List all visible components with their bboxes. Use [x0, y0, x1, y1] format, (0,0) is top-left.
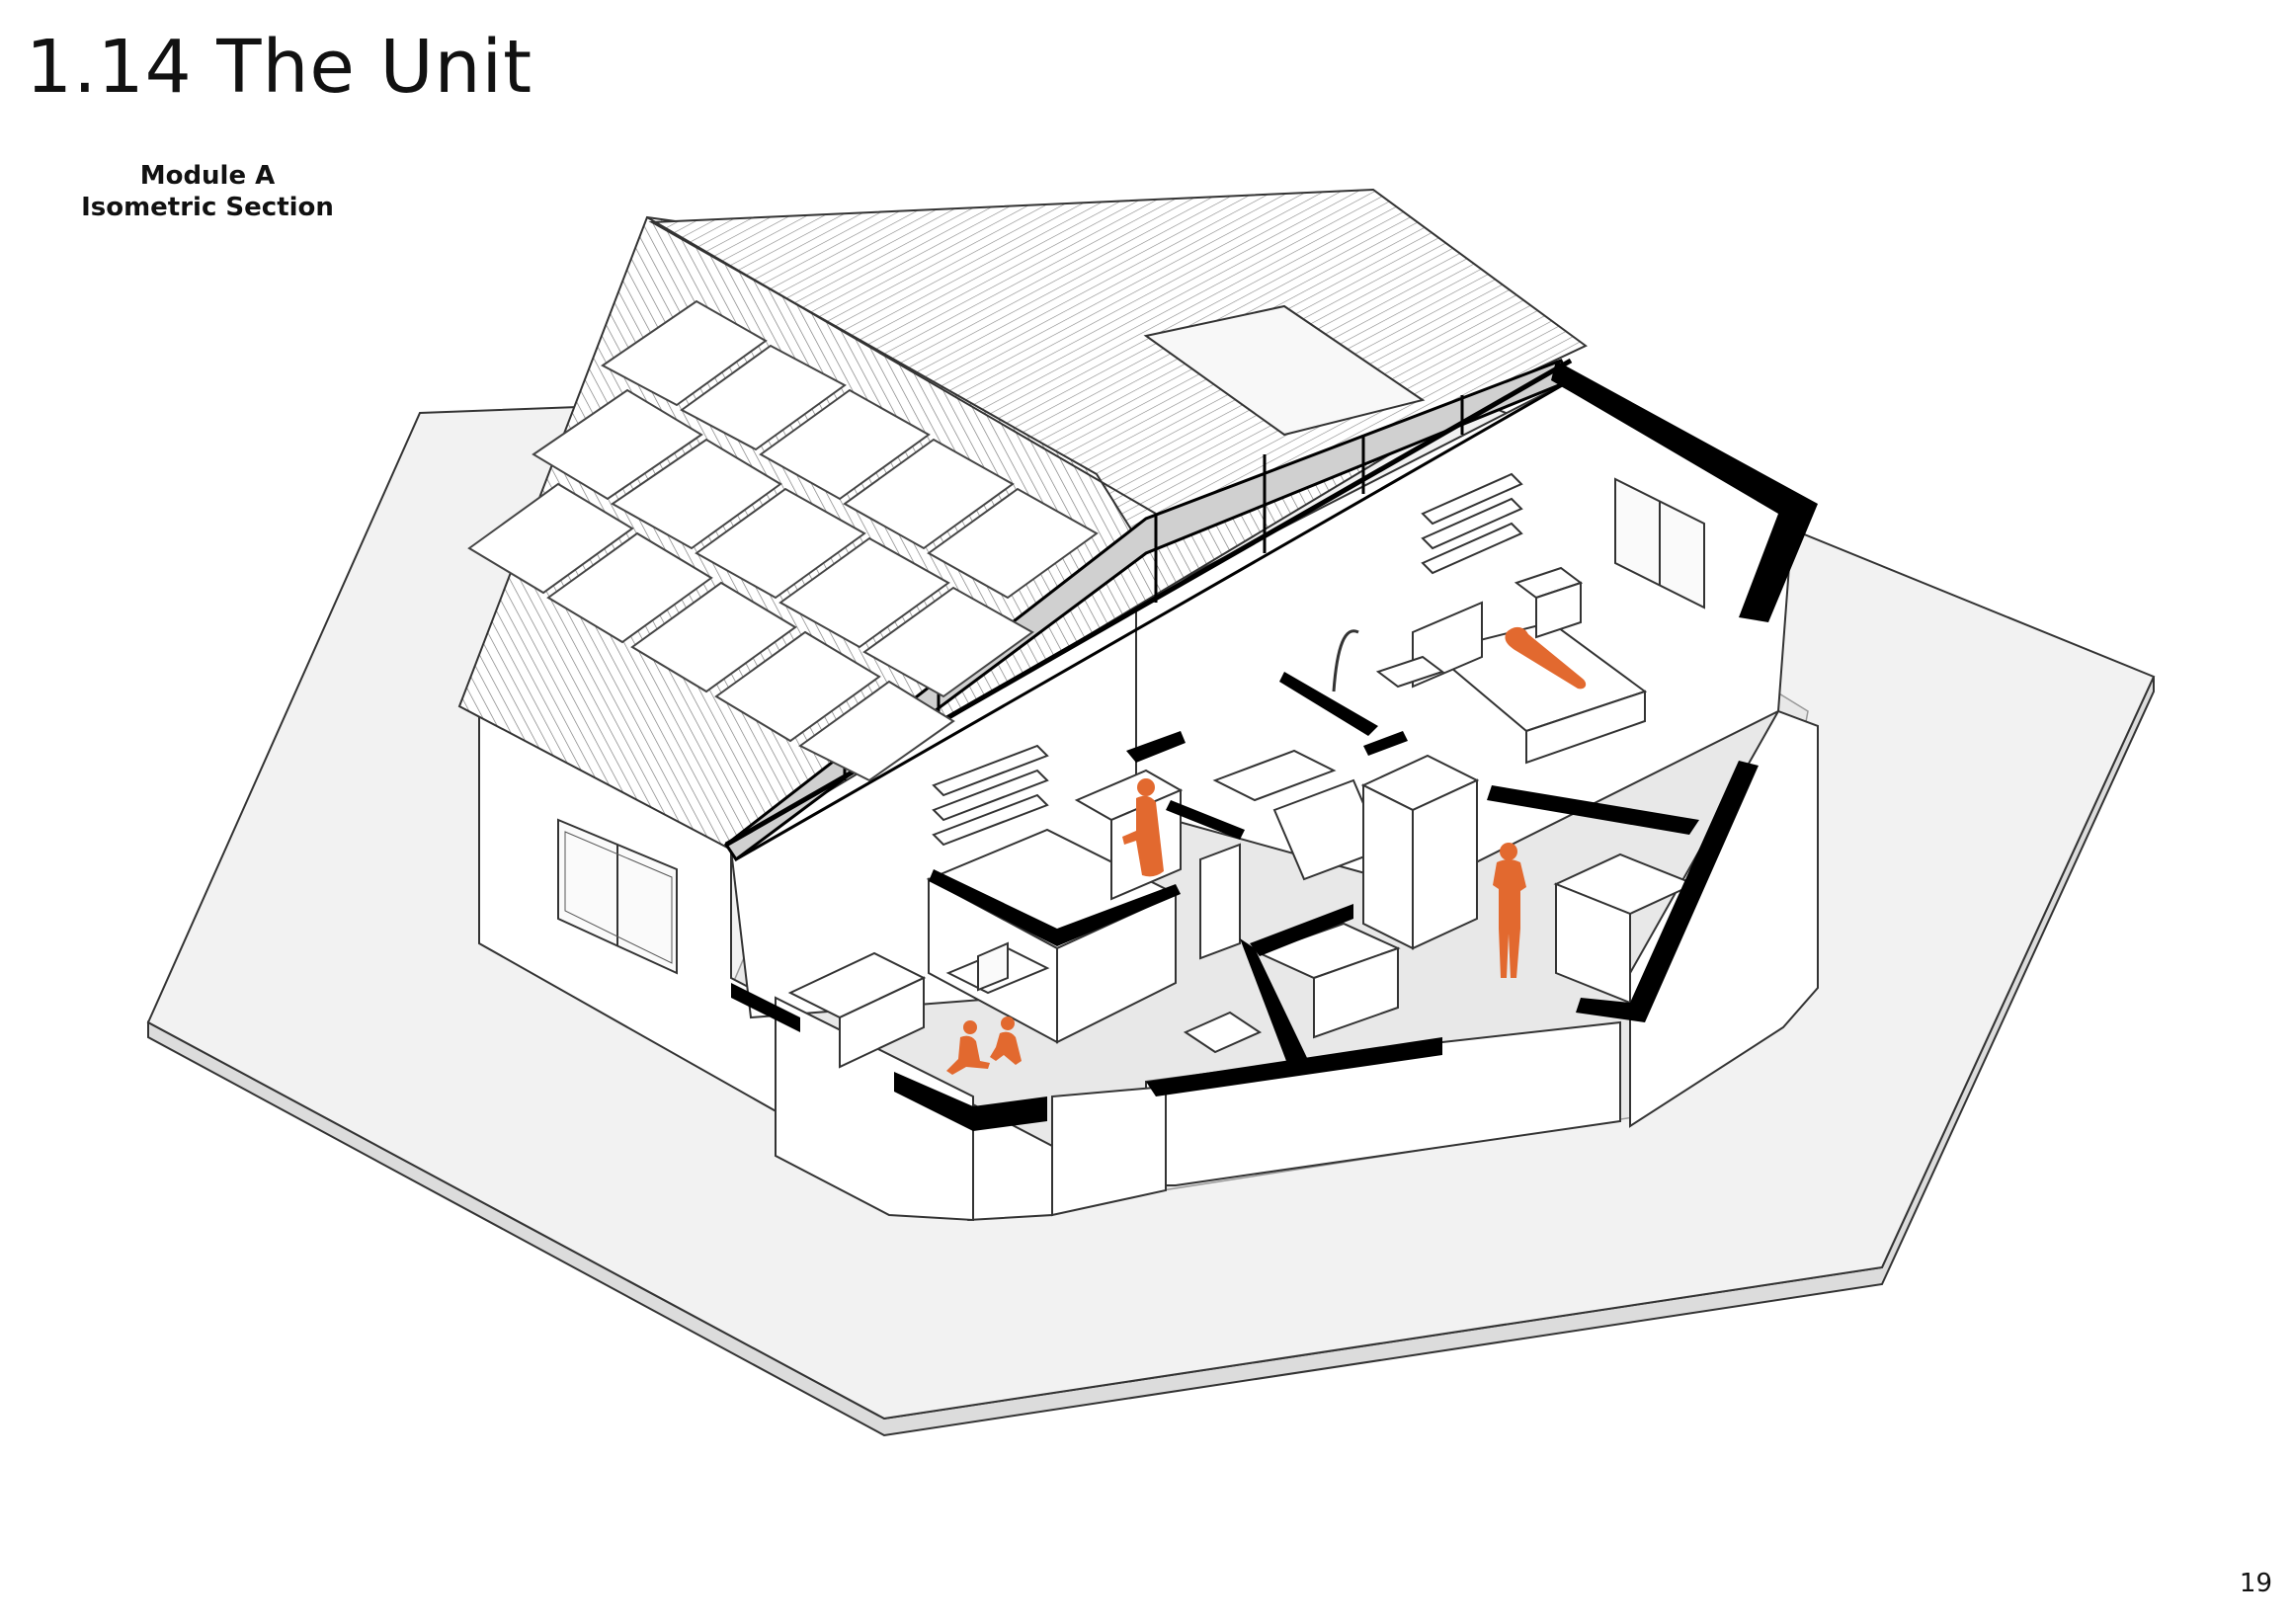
- shower-head: [1332, 629, 1359, 692]
- nightstand: [1375, 655, 1445, 689]
- cut-wall: [894, 1072, 1047, 1131]
- front-wall-left: [775, 996, 974, 1222]
- child-sitting-figure: [946, 1020, 990, 1075]
- cut-wall: [1240, 938, 1309, 1069]
- solar-panel: [630, 581, 797, 693]
- page-title: 1.14 The Unit: [26, 25, 533, 110]
- skylight: [1143, 304, 1426, 437]
- cut-wall: [1576, 761, 1759, 1022]
- tv: [977, 941, 1009, 992]
- solar-panel: [532, 388, 703, 501]
- cut-wall: [1551, 361, 1818, 622]
- solar-panel: [680, 344, 847, 451]
- occupant-figures: [946, 626, 1587, 1075]
- solar-panel: [467, 482, 634, 595]
- bedroom-window: [1614, 477, 1705, 609]
- cut-wall: [929, 869, 1181, 946]
- person-standing-figure: [1493, 843, 1526, 978]
- fridge: [1199, 843, 1241, 960]
- solar-panel: [927, 487, 1099, 600]
- person-cooking-figure: [1122, 778, 1164, 877]
- armchair: [1183, 1011, 1263, 1054]
- drawing-caption: Module A Isometric Section: [59, 160, 356, 223]
- solar-panel: [601, 299, 768, 407]
- cut-wall: [1250, 904, 1353, 956]
- caption-view-type: Isometric Section: [81, 193, 334, 222]
- caption-module: Module A: [139, 161, 276, 191]
- front-wall-corner: [1051, 1085, 1167, 1217]
- cut-wall: [731, 983, 800, 1032]
- exterior-window-left: [557, 818, 678, 975]
- solar-panel: [695, 487, 866, 600]
- kitchen-shelf: [932, 769, 1049, 822]
- solar-panel: [714, 630, 881, 743]
- kitchen-shelf: [932, 744, 1049, 797]
- bathroom-vanity: [1212, 749, 1337, 802]
- page-number: 19: [2239, 1569, 2272, 1598]
- bedroom-shelf: [1421, 522, 1523, 575]
- solar-panel: [843, 438, 1015, 550]
- kitchen-shelf: [932, 793, 1049, 847]
- bedroom-shelf: [1421, 497, 1523, 550]
- person-in-bed-figure: [1505, 626, 1587, 690]
- interior-furniture: [787, 472, 1697, 1069]
- cut-wall: [1363, 731, 1408, 756]
- solar-panel: [778, 536, 950, 649]
- solar-panel: [759, 388, 931, 501]
- solar-panel: [546, 531, 713, 644]
- solar-panel: [611, 438, 782, 550]
- bedroom-shelf: [1421, 472, 1523, 526]
- solar-panel-array: [467, 299, 1099, 782]
- cut-wall: [1279, 672, 1378, 736]
- cut-wall: [1126, 731, 1186, 763]
- cut-wall: [1487, 785, 1699, 835]
- cut-wall: [1166, 800, 1245, 840]
- child-sitting-figure: [990, 1016, 1022, 1065]
- solar-panel: [798, 680, 955, 782]
- solar-panel: [862, 586, 1034, 698]
- section-cut-walls: [731, 361, 1818, 1131]
